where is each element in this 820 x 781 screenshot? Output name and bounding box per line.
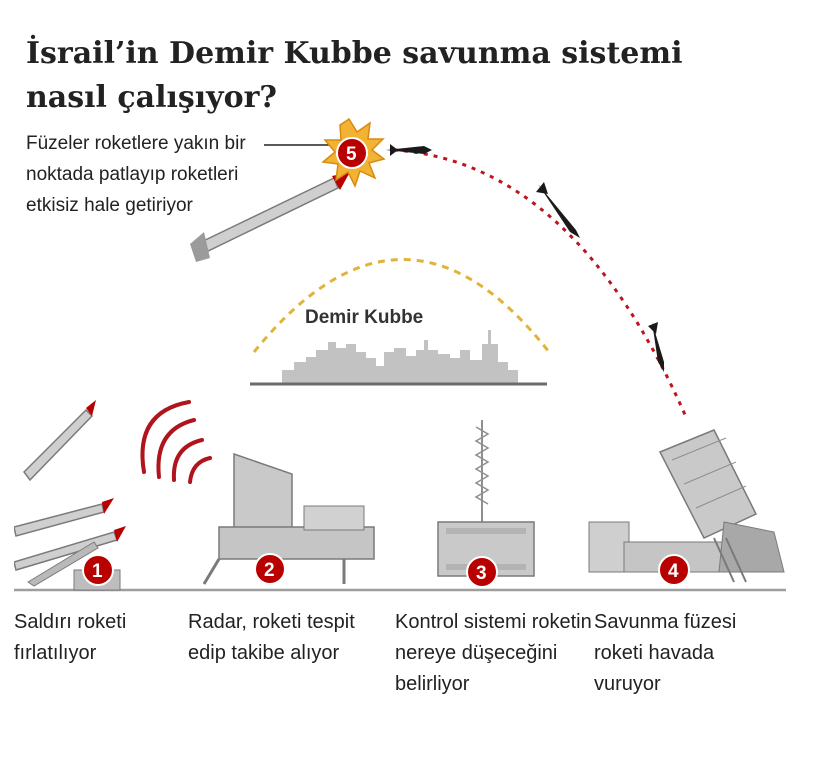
step-badge-1: 1 xyxy=(92,561,103,582)
explosion-callout: Füzeler roketlere yakın bir noktada patl… xyxy=(26,133,246,216)
radar-wave-icon xyxy=(140,400,212,484)
step-badge-4: 4 xyxy=(668,561,679,582)
radar-truck xyxy=(202,452,375,585)
city-skyline xyxy=(282,330,518,384)
rocket-launcher xyxy=(14,400,126,591)
launcher-icon xyxy=(588,429,785,586)
interceptor-missile xyxy=(190,172,350,262)
incoming-rocket-3 xyxy=(648,322,664,372)
infographic-card: Demir Kubbe xyxy=(14,22,786,762)
control-unit xyxy=(437,420,535,588)
dome-label: Demir Kubbe xyxy=(305,307,423,328)
rocket-trajectory xyxy=(393,148,688,418)
diagram-artwork: Demir Kubbe xyxy=(14,117,786,592)
incoming-rocket-2 xyxy=(536,182,580,238)
step-caption-2: Radar, roketi tespit edip takibe alıyor xyxy=(188,611,355,664)
step-badge-3: 3 xyxy=(476,563,487,584)
step-badge-5: 5 xyxy=(346,144,357,165)
step-caption-3: Kontrol sistemi roketin nereye düşeceğin… xyxy=(395,611,592,695)
page-title: İsrail’in Demir Kubbe savunma sistemi na… xyxy=(26,36,683,115)
step-caption-1: Saldırı roketi fırlatılıyor xyxy=(14,611,127,664)
explosion-icon xyxy=(321,117,386,188)
step-badge-2: 2 xyxy=(264,560,275,581)
incoming-rocket-1 xyxy=(386,144,432,156)
iron-dome-arc xyxy=(252,258,551,353)
step-caption-4: Savunma füzesi roketi havada vuruyor xyxy=(594,611,737,695)
